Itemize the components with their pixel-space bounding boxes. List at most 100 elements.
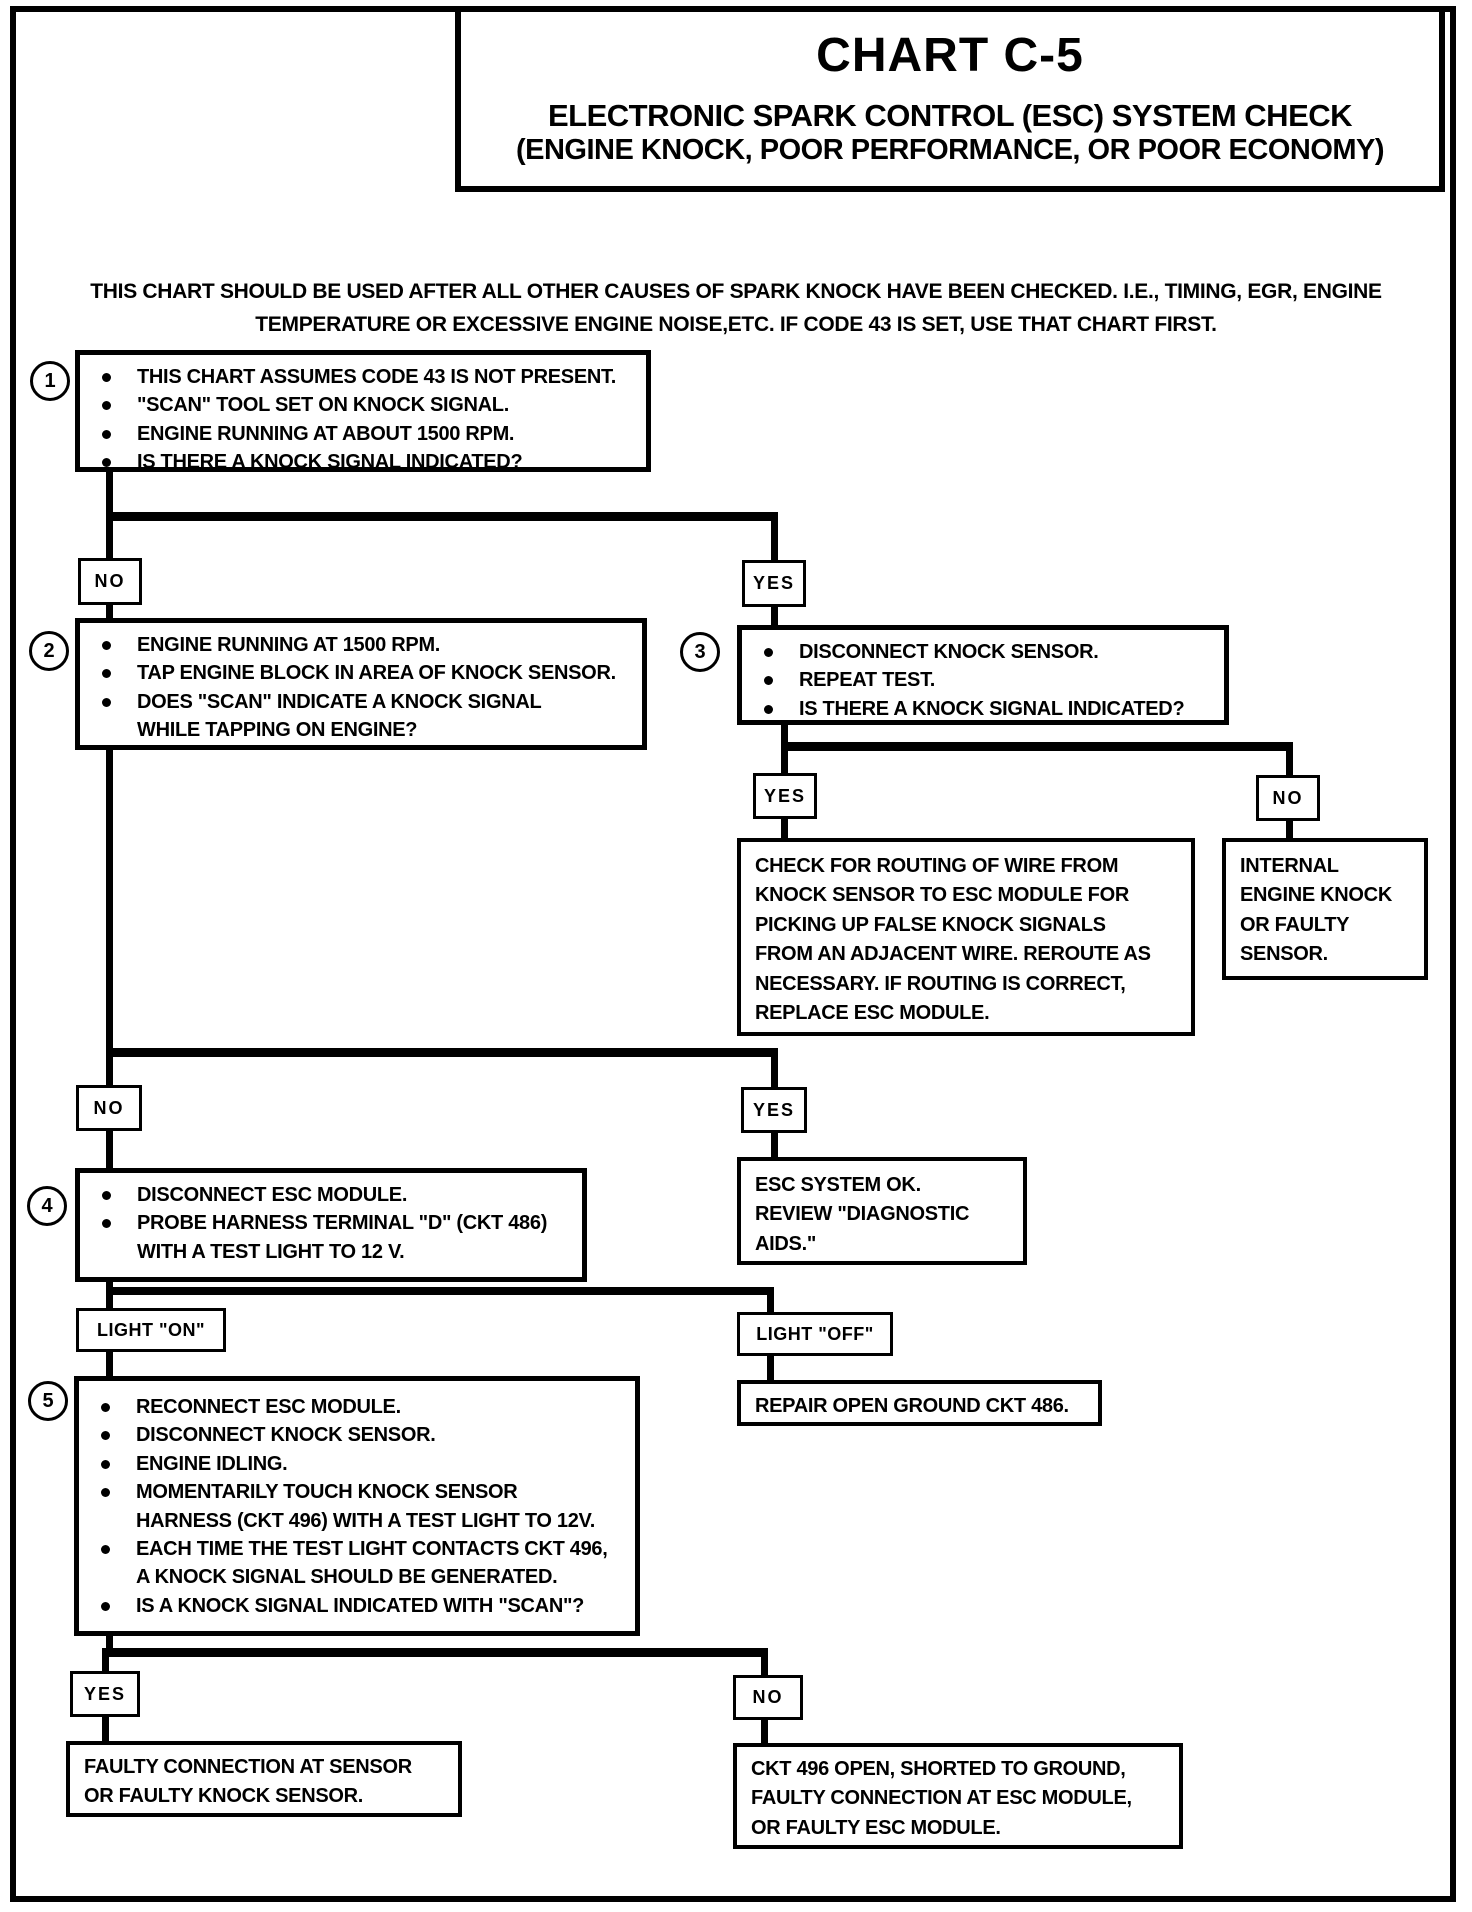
list-item: "SCAN" TOOL SET ON KNOCK SIGNAL. <box>90 391 634 419</box>
chart-title: CHART C-5 <box>816 29 1084 82</box>
connector-line <box>106 1287 774 1295</box>
bullet-text: "SCAN" TOOL SET ON KNOCK SIGNAL. <box>137 394 509 417</box>
bullet-icon <box>101 1403 110 1412</box>
connector-line <box>106 1129 113 1170</box>
branch-label-yes: YES <box>70 1671 140 1717</box>
bullet-text: DOES "SCAN" INDICATE A KNOCK SIGNAL WHIL… <box>137 690 542 742</box>
list-item: ENGINE IDLING. <box>89 1450 623 1478</box>
connector-line <box>106 1295 113 1310</box>
connector-line <box>106 472 113 517</box>
connector-line <box>1286 751 1293 777</box>
bullet-text: DISCONNECT KNOCK SENSOR. <box>799 641 1099 663</box>
connector-line <box>106 603 113 620</box>
branch-label-no: NO <box>76 1085 142 1131</box>
bullet-text: IS THERE A KNOCK SIGNAL INDICATED? <box>137 451 523 474</box>
bullet-icon <box>101 1459 110 1469</box>
branch-label-yes: YES <box>741 1087 807 1133</box>
bullet-text: DISCONNECT KNOCK SENSOR. <box>136 1424 436 1447</box>
bullet-icon <box>102 641 111 650</box>
bullet-icon <box>102 1191 111 1200</box>
branch-label-light-off: LIGHT "OFF" <box>737 1312 893 1356</box>
list-item: REPEAT TEST. <box>752 666 1212 694</box>
label-text: NO <box>1272 787 1304 808</box>
result-check-routing: CHECK FOR ROUTING OF WIRE FROM KNOCK SEN… <box>737 838 1195 1036</box>
bullet-icon <box>764 648 773 657</box>
bullet-icon <box>101 1431 110 1441</box>
chart-title-box: CHART C-5 ELECTRONIC SPARK CONTROL (ESC)… <box>455 6 1445 192</box>
chart-subtitle: ELECTRONIC SPARK CONTROL (ESC) SYSTEM CH… <box>547 98 1353 134</box>
bullet-icon <box>102 669 111 679</box>
connector-line <box>106 521 113 561</box>
bullet-text: TAP ENGINE BLOCK IN AREA OF KNOCK SENSOR… <box>137 662 616 685</box>
bullet-icon <box>102 373 111 382</box>
step-number-circle: 4 <box>27 1186 67 1226</box>
label-text: LIGHT "ON" <box>96 1319 206 1340</box>
connector-line <box>767 1295 774 1314</box>
result-repair-ground: REPAIR OPEN GROUND CKT 486. <box>737 1380 1102 1426</box>
step-number-circle: 1 <box>30 361 70 401</box>
step-2-box: ENGINE RUNNING AT 1500 RPM. TAP ENGINE B… <box>75 618 647 750</box>
connector-line <box>102 1648 768 1657</box>
bullet-icon <box>102 697 111 707</box>
bullet-text: MOMENTARILY TOUCH KNOCK SENSOR HARNESS (… <box>136 1481 596 1532</box>
list-item: IS A KNOCK SIGNAL INDICATED WITH "SCAN"? <box>89 1592 623 1620</box>
bullet-text: REPEAT TEST. <box>799 669 936 692</box>
bullet-text: RECONNECT ESC MODULE. <box>136 1396 401 1418</box>
bullet-icon <box>102 401 111 411</box>
branch-label-yes: YES <box>742 560 806 607</box>
list-item: THIS CHART ASSUMES CODE 43 IS NOT PRESEN… <box>90 363 634 391</box>
bullet-text: PROBE HARNESS TERMINAL "D" (CKT 486) WIT… <box>137 1212 548 1263</box>
list-item: IS THERE A KNOCK SIGNAL INDICATED? <box>752 695 1212 723</box>
list-item: DISCONNECT KNOCK SENSOR. <box>89 1421 623 1449</box>
label-text: YES <box>83 1683 127 1704</box>
list-item: DISCONNECT KNOCK SENSOR. <box>752 638 1212 666</box>
connector-line <box>781 817 788 840</box>
chart-subtitle-2: (ENGINE KNOCK, POOR PERFORMANCE, OR POOR… <box>515 134 1385 167</box>
bullet-text: ENGINE RUNNING AT 1500 RPM. <box>137 634 441 656</box>
step-1-box: THIS CHART ASSUMES CODE 43 IS NOT PRESEN… <box>75 350 651 473</box>
connector-line <box>106 1352 113 1378</box>
list-item: MOMENTARILY TOUCH KNOCK SENSOR HARNESS (… <box>89 1478 623 1535</box>
connector-line <box>781 751 788 775</box>
connector-line <box>761 1720 768 1745</box>
step-number-circle: 5 <box>28 1381 68 1421</box>
bullet-text: IS THERE A KNOCK SIGNAL INDICATED? <box>799 697 1185 720</box>
bullet-text: DISCONNECT ESC MODULE. <box>137 1184 408 1206</box>
step-number: 3 <box>694 640 706 663</box>
connector-line <box>1286 819 1293 840</box>
connector-line <box>106 1636 113 1652</box>
list-item: ENGINE RUNNING AT ABOUT 1500 RPM. <box>90 420 634 448</box>
list-item: DISCONNECT ESC MODULE. <box>90 1181 570 1209</box>
bullet-text: EACH TIME THE TEST LIGHT CONTACTS CKT 49… <box>136 1537 608 1589</box>
branch-label-yes: YES <box>753 773 817 819</box>
connector-line <box>106 1048 778 1057</box>
step-number: 1 <box>44 369 56 392</box>
result-ckt496-open: CKT 496 OPEN, SHORTED TO GROUND, FAULTY … <box>733 1743 1183 1849</box>
list-item: IS THERE A KNOCK SIGNAL INDICATED? <box>90 448 634 476</box>
result-esc-system-ok: ESC SYSTEM OK. REVIEW "DIAGNOSTIC AIDS." <box>737 1157 1027 1265</box>
label-text: YES <box>752 573 796 593</box>
step-5-box: RECONNECT ESC MODULE. DISCONNECT KNOCK S… <box>74 1376 640 1636</box>
label-text: YES <box>763 785 807 806</box>
list-item: ENGINE RUNNING AT 1500 RPM. <box>90 631 630 659</box>
branch-label-no: NO <box>733 1675 803 1720</box>
bullet-text: ENGINE IDLING. <box>136 1452 288 1475</box>
connector-line <box>771 521 778 563</box>
connector-line <box>761 1657 768 1677</box>
label-text: NO <box>752 1687 784 1707</box>
label-text: LIGHT "OFF" <box>756 1323 874 1344</box>
result-faulty-sensor: FAULTY CONNECTION AT SENSOR OR FAULTY KN… <box>66 1741 462 1817</box>
label-text: NO <box>94 571 126 591</box>
step-number: 5 <box>42 1389 54 1412</box>
connector-line <box>106 748 113 1053</box>
list-item: EACH TIME THE TEST LIGHT CONTACTS CKT 49… <box>89 1535 623 1592</box>
bullet-icon <box>102 429 111 439</box>
connector-line <box>767 1356 774 1382</box>
bullet-icon <box>101 1488 110 1498</box>
bullet-text: IS A KNOCK SIGNAL INDICATED WITH "SCAN"? <box>136 1594 585 1617</box>
branch-label-light-on: LIGHT "ON" <box>76 1308 226 1352</box>
step-number-circle: 3 <box>680 632 720 672</box>
branch-label-no: NO <box>1256 775 1320 821</box>
step-number-circle: 2 <box>29 631 69 671</box>
label-text: NO <box>93 1097 125 1118</box>
